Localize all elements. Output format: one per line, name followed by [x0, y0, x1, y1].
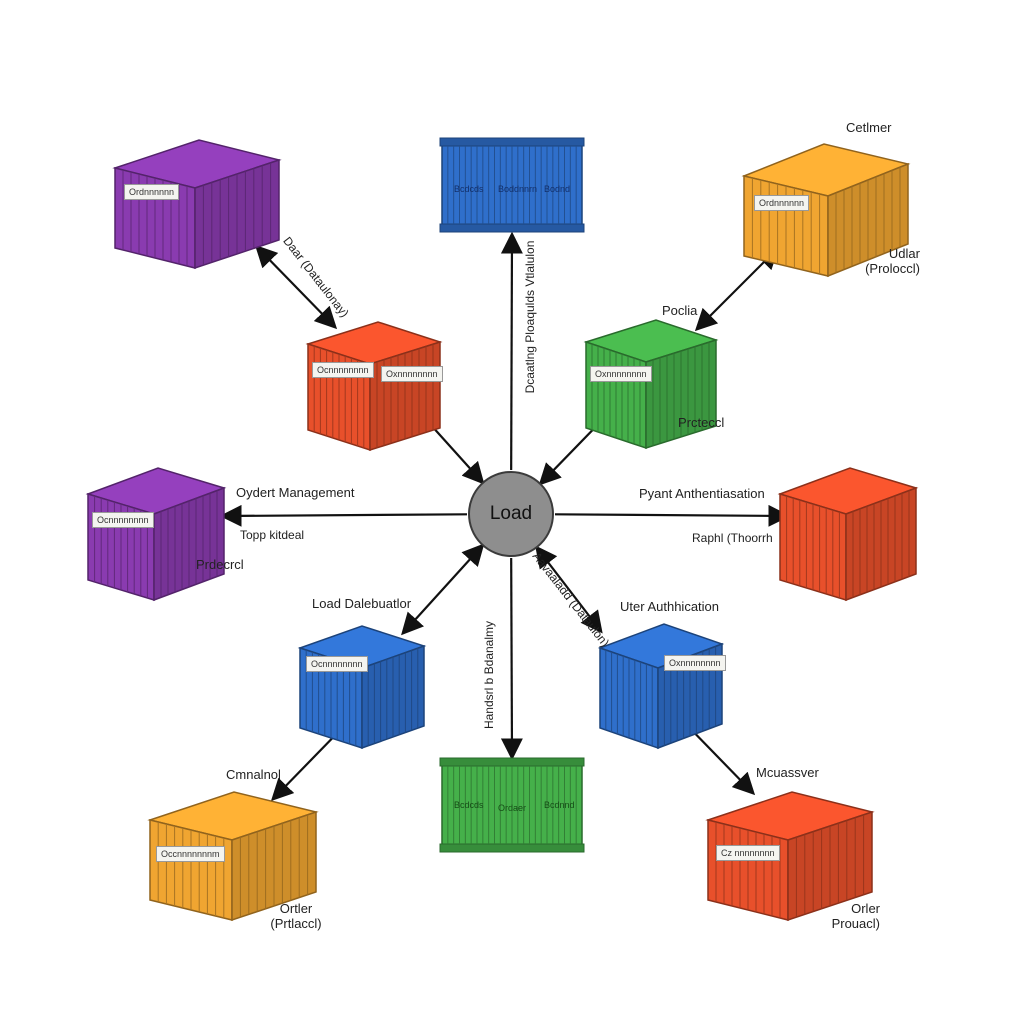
container-tag: Occnnnnnnnm: [156, 846, 225, 862]
container-label: Pyant Anthentiasation: [639, 486, 765, 501]
container-label: Raphl (Thoorrh: [692, 531, 773, 545]
edge-hub-left: [219, 504, 468, 527]
container-blue-top-center: [439, 137, 585, 233]
container-tag: Ocnnnnnnnn: [312, 362, 374, 378]
container-tag: Bcdnnd: [544, 800, 575, 810]
edge-hub-top: [500, 231, 523, 471]
edge-label-top: Dcaatlng Ploaqulds Vtlalulon: [523, 240, 537, 394]
container-label: Topp kitdeal: [240, 528, 305, 542]
container-label: Oydert Management: [236, 485, 355, 500]
edge-hub-lower-right: [535, 545, 603, 634]
container-orange-bottom-left: [147, 791, 319, 922]
container-label: Mcuassver: [756, 765, 819, 780]
edge-hub-lower-left: [401, 543, 485, 636]
container-label: Prdecrcl: [196, 557, 244, 572]
container-tag: Ordnnnnnn: [754, 195, 810, 211]
container-label: Orler Prouacl): [831, 901, 880, 931]
container-blue-lower-left: [297, 625, 427, 750]
container-tag: Bcdcds: [454, 800, 484, 810]
container-tag: Oxnnnnnnnn: [590, 366, 652, 382]
container-tag: Ordaer: [498, 803, 527, 813]
edge-purple-red: [254, 244, 338, 330]
container-tag: Ocnnnnnnnn: [306, 656, 368, 672]
container-label: Cmnalnol: [226, 767, 281, 782]
edge-hub-bottom: [500, 557, 523, 761]
hub-label: Load: [489, 503, 533, 524]
container-tag: Ocnnnnnnnn: [92, 512, 154, 528]
container-blue-lower-right: [597, 623, 725, 750]
container-label: Uter Authhication: [620, 599, 720, 614]
container-tag: Oxnnnnnnnn: [664, 655, 726, 671]
container-tag: Cz nnnnnnnn: [716, 845, 780, 861]
load-hub-node: Load: [468, 471, 554, 557]
container-tag: Oxnnnnnnnn: [381, 366, 443, 382]
edge-green-orange: [694, 246, 780, 332]
container-label: Prcteccl: [678, 415, 725, 430]
container-boxes: [85, 137, 919, 922]
edge-label-bottom: Handsrl b Bdanalmy: [482, 620, 496, 730]
container-red-upper-left: [305, 321, 443, 452]
edge-hub-right: [554, 504, 791, 527]
container-purple-top-left: [112, 139, 282, 270]
container-label: Ortler (Prtlaccl): [270, 901, 322, 931]
container-red-right: [777, 467, 919, 602]
container-purple-left: [85, 467, 227, 602]
container-tag: Bodnd: [544, 184, 571, 194]
container-label: Cetlmer: [846, 120, 892, 135]
container-tag: Ordnnnnnn: [124, 184, 180, 200]
container-label: Load Dalebuatlor: [312, 596, 412, 611]
container-label: Udlar (Proloccl): [865, 246, 920, 276]
container-label: Poclia: [662, 303, 698, 318]
container-tag: Boddnnrn: [498, 184, 538, 194]
container-green-bottom-center: [439, 757, 585, 853]
container-tag: Bcdcds: [454, 184, 484, 194]
container-orange-top-right: [741, 143, 911, 278]
